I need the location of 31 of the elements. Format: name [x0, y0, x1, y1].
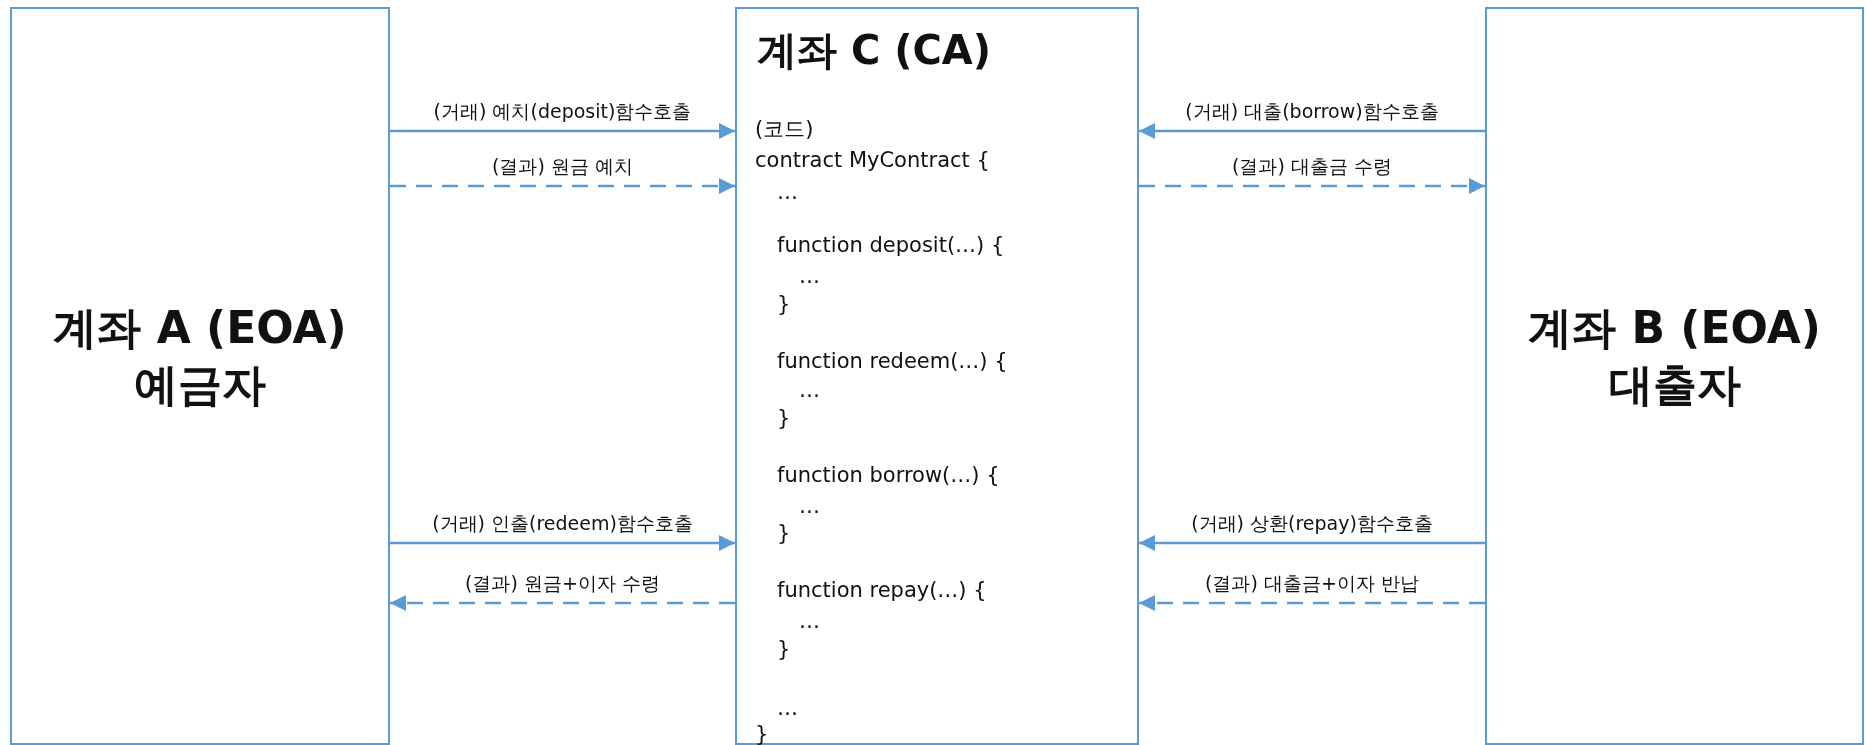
code-line: … [799, 266, 820, 287]
code-line: contract MyContract { [755, 150, 990, 171]
account-box [1485, 7, 1864, 745]
account-label: 계좌 A (EOA) 예금자 [52, 301, 348, 413]
code-line: … [799, 611, 820, 632]
arrow [1139, 595, 1485, 611]
account-box [10, 7, 390, 745]
code-line: function borrow(…) { [777, 465, 1000, 486]
arrow [1139, 535, 1485, 551]
arrow [390, 123, 735, 139]
code-line: … [777, 182, 798, 203]
arrow [390, 595, 735, 611]
arrow [390, 535, 735, 551]
code-line: } [777, 523, 791, 544]
arrow [390, 178, 735, 194]
code-line: } [777, 639, 791, 660]
arrow [1139, 123, 1485, 139]
arrow [1139, 178, 1485, 194]
code-line: function redeem(…) { [777, 351, 1008, 372]
code-line: function deposit(…) { [777, 235, 1005, 256]
code-line: … [799, 496, 820, 517]
account-label: 계좌 B (EOA) 대출자 [1527, 301, 1822, 413]
code-line: … [777, 698, 798, 719]
code-line: } [777, 294, 791, 315]
account-box [735, 7, 1139, 745]
account-title: 계좌 C (CA) [757, 26, 992, 75]
code-heading: (코드) [755, 119, 814, 140]
code-line: } [755, 724, 769, 745]
code-line: function repay(…) { [777, 580, 987, 601]
code-line: } [777, 408, 791, 429]
code-line: … [799, 380, 820, 401]
